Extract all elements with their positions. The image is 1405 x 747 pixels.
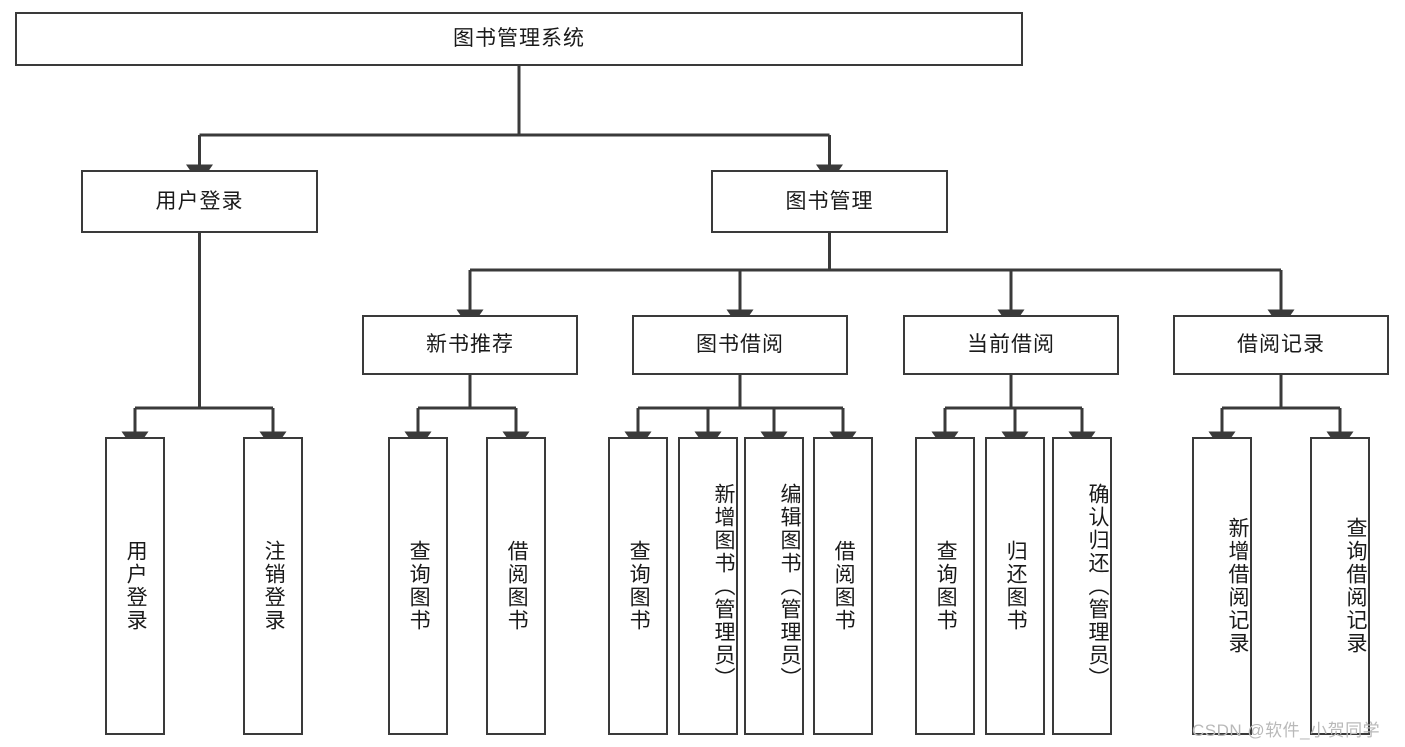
- node-leaf-add-record: 新增借阅记录: [1192, 437, 1252, 735]
- node-label: 借阅记录: [1237, 333, 1325, 357]
- node-leaf-borrow-book-2: 借阅图书: [813, 437, 873, 735]
- node-leaf-return-book: 归还图书: [985, 437, 1045, 735]
- node-label: 新增图书（管理员）: [712, 482, 735, 690]
- node-leaf-edit-book: 编辑图书（管理员）: [744, 437, 804, 735]
- node-book-manage: 图书管理: [711, 170, 948, 233]
- node-leaf-query-book-2: 查询图书: [608, 437, 668, 735]
- node-label: 图书管理: [785, 189, 874, 213]
- node-label: 借阅图书: [505, 540, 529, 632]
- node-book-borrow: 图书借阅: [632, 315, 848, 375]
- node-label: 查询借阅记录: [1344, 517, 1367, 655]
- node-leaf-query-record: 查询借阅记录: [1310, 437, 1370, 735]
- node-current-borrow: 当前借阅: [903, 315, 1119, 375]
- node-label: 确认归还（管理员）: [1086, 482, 1109, 690]
- node-leaf-confirm-return: 确认归还（管理员）: [1052, 437, 1112, 735]
- node-root: 图书管理系统: [15, 12, 1023, 66]
- node-label: 新增借阅记录: [1226, 517, 1249, 655]
- csdn-watermark: CSDN @软件_小贺同学: [1192, 721, 1381, 740]
- node-label: 新书推荐: [426, 333, 514, 357]
- node-label: 归还图书: [1004, 540, 1028, 632]
- node-label: 查询图书: [407, 540, 431, 632]
- node-label: 当前借阅: [967, 333, 1055, 357]
- node-label: 用户登录: [124, 540, 148, 632]
- node-label: 借阅图书: [832, 540, 856, 632]
- node-borrow-record: 借阅记录: [1173, 315, 1389, 375]
- node-label: 图书管理系统: [453, 27, 585, 51]
- node-label: 查询图书: [934, 540, 958, 632]
- node-leaf-user-login: 用户登录: [105, 437, 165, 735]
- node-label: 图书借阅: [696, 333, 784, 357]
- node-leaf-query-book-3: 查询图书: [915, 437, 975, 735]
- node-label: 查询图书: [627, 540, 651, 632]
- connector-lines: [121, 66, 1354, 451]
- node-label: 用户登录: [155, 189, 244, 213]
- node-label: 注销登录: [262, 540, 286, 632]
- node-leaf-logout: 注销登录: [243, 437, 303, 735]
- node-leaf-add-book: 新增图书（管理员）: [678, 437, 738, 735]
- node-user-login: 用户登录: [81, 170, 318, 233]
- node-leaf-borrow-book-1: 借阅图书: [486, 437, 546, 735]
- node-new-book-rec: 新书推荐: [362, 315, 578, 375]
- node-label: 编辑图书（管理员）: [778, 482, 801, 690]
- node-leaf-query-book-1: 查询图书: [388, 437, 448, 735]
